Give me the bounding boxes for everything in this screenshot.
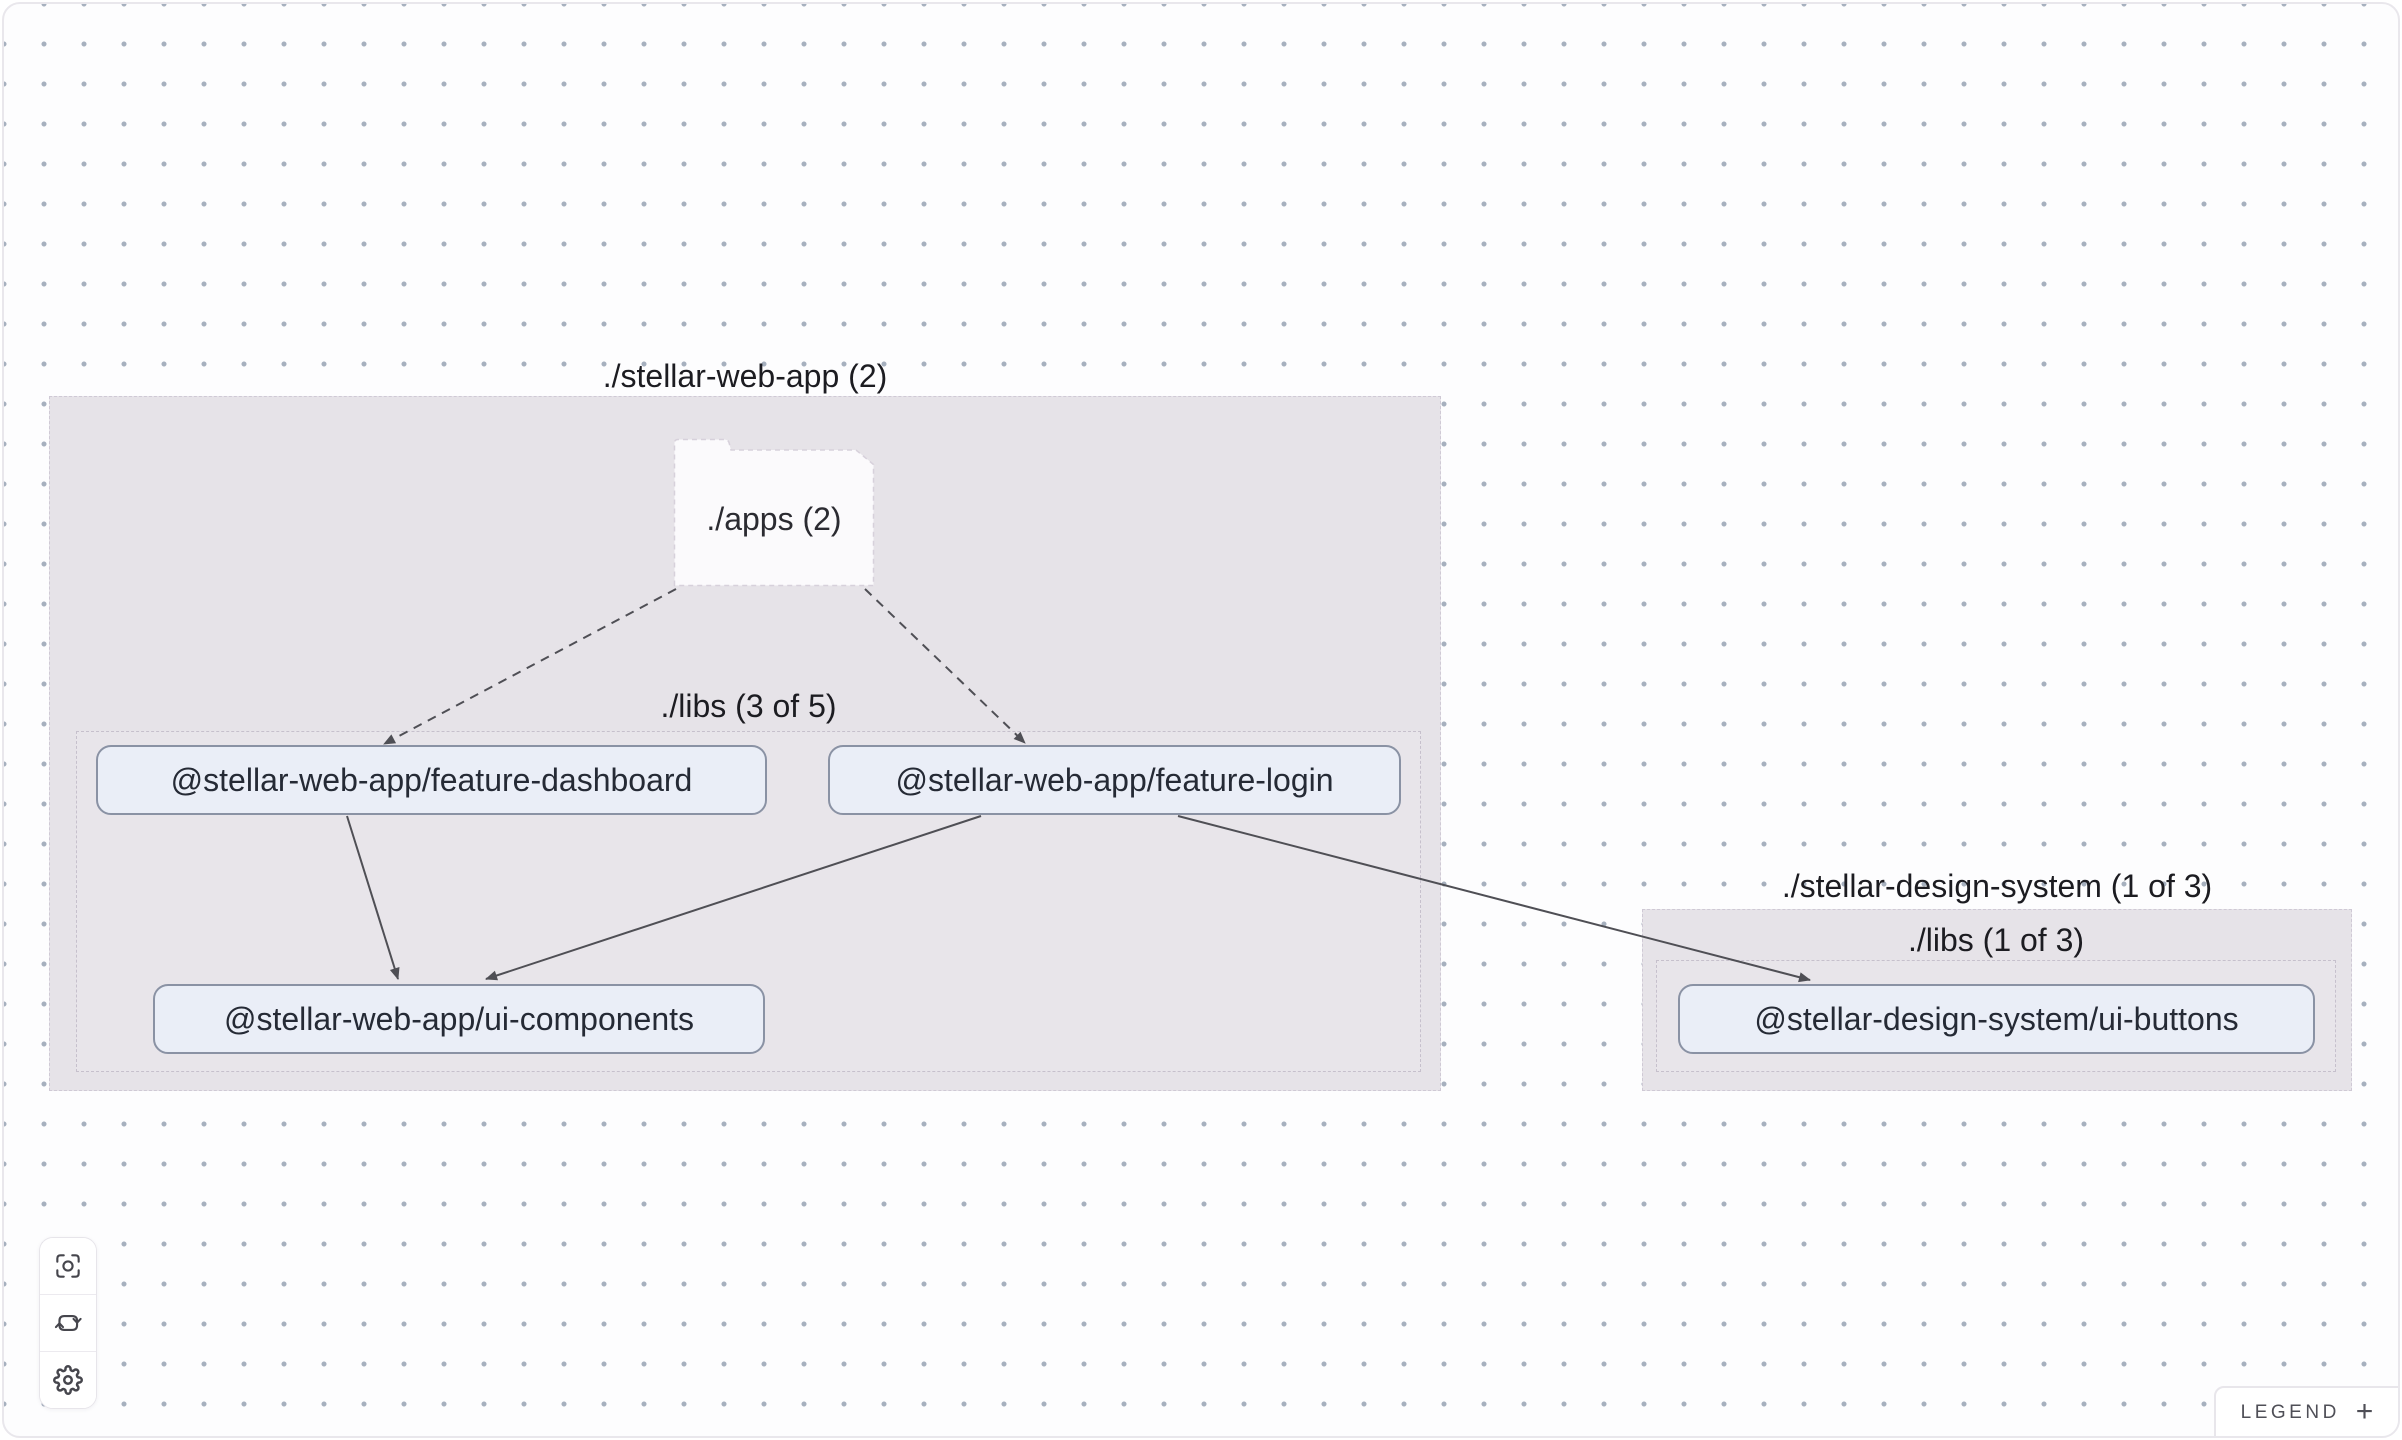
folder-apps[interactable]: ./apps (2) xyxy=(672,437,876,588)
plus-icon: + xyxy=(2355,1395,2374,1428)
focus-icon xyxy=(56,1254,80,1278)
group-title-stellar-design-system: ./stellar-design-system (1 of 3) xyxy=(1781,868,2213,904)
group-title-stellar-web-app: ./stellar-web-app (2) xyxy=(602,358,888,394)
graph-canvas[interactable]: ./stellar-web-app (2) ./libs (3 of 5) ./… xyxy=(4,4,2398,1436)
node-feature-dashboard[interactable]: @stellar-web-app/feature-dashboard xyxy=(96,745,767,815)
legend-panel[interactable]: LEGEND + xyxy=(2214,1386,2398,1436)
legend-label: LEGEND xyxy=(2240,1402,2340,1423)
center-graph-button[interactable] xyxy=(40,1238,96,1294)
graph-settings-button[interactable] xyxy=(40,1351,96,1408)
subgroup-label-design-libs: ./libs (1 of 3) xyxy=(1907,922,2085,958)
node-feature-login[interactable]: @stellar-web-app/feature-login xyxy=(828,745,1401,815)
node-ui-components[interactable]: @stellar-web-app/ui-components xyxy=(153,984,765,1054)
refresh-icon xyxy=(54,1315,82,1331)
node-ui-buttons[interactable]: @stellar-design-system/ui-buttons xyxy=(1678,984,2315,1054)
graph-controls xyxy=(39,1237,97,1409)
folder-apps-label: ./apps (2) xyxy=(706,501,842,537)
refresh-graph-button[interactable] xyxy=(40,1294,96,1351)
settings-icon xyxy=(53,1365,83,1395)
subgroup-label-web-libs: ./libs (3 of 5) xyxy=(660,688,837,724)
folder-icon xyxy=(673,438,875,587)
